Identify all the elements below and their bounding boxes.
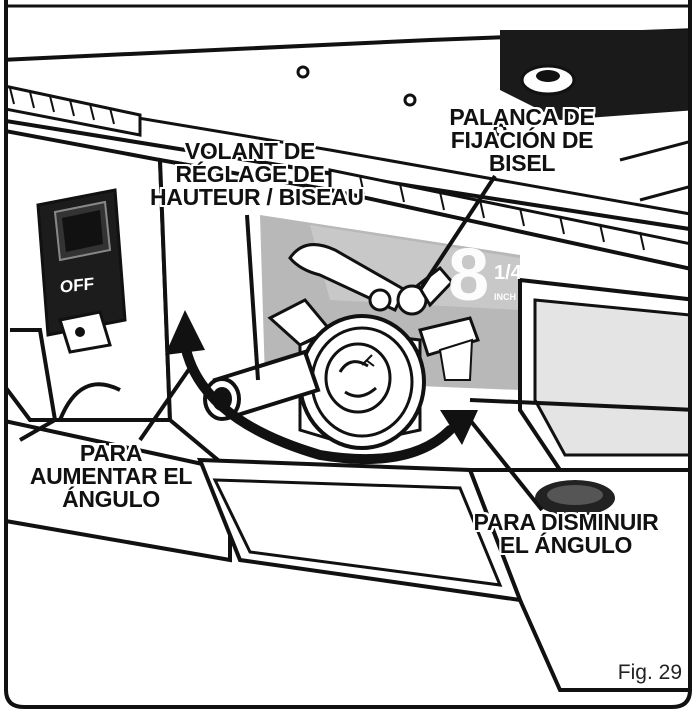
callout-increase-angle: PARA AUMENTAR EL ÁNGULO [29, 440, 193, 512]
callout-decrease-angle: PARA DISMINUIR EL ÁNGULO [473, 509, 659, 558]
blade-size-unit: INCH [494, 292, 516, 302]
blade-size-fraction: 1/4 [494, 262, 522, 284]
blade-slot [500, 30, 690, 120]
rotation-arrow [180, 340, 455, 465]
scale-right [328, 168, 690, 272]
off-switch-label: OFF [60, 274, 94, 297]
blade-size-number: 8 [448, 233, 490, 316]
power-switch [36, 188, 127, 354]
callout-handwheel: VOLANT DE RÉGLAGE DE HAUTEUR / BISEAU [150, 138, 364, 210]
figure-number: Fig. 29 [617, 661, 682, 684]
callout-bevel-lock: PALANCA DE FIJACIÓN DE BISEL [449, 104, 595, 176]
scale-left [6, 83, 142, 137]
height-bevel-handwheel [203, 314, 426, 450]
leader-lines [138, 174, 544, 512]
